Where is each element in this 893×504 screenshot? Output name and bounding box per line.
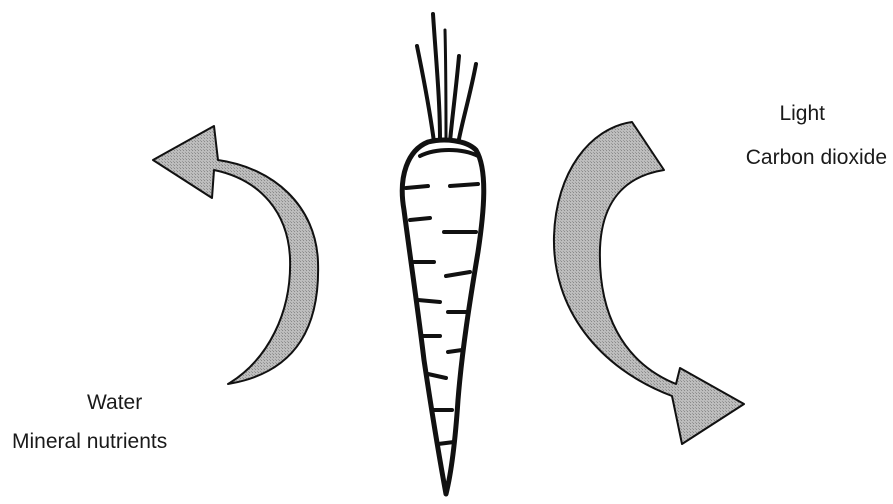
water-label: Water	[87, 391, 142, 415]
carrot-icon	[402, 14, 483, 494]
light-label: Light	[779, 102, 825, 126]
carbon-dioxide-label: Carbon dioxide	[746, 146, 887, 170]
mineral-nutrients-label: Mineral nutrients	[12, 430, 167, 454]
left-curved-arrow-icon	[153, 126, 338, 410]
right-curved-arrow-icon	[554, 122, 744, 444]
